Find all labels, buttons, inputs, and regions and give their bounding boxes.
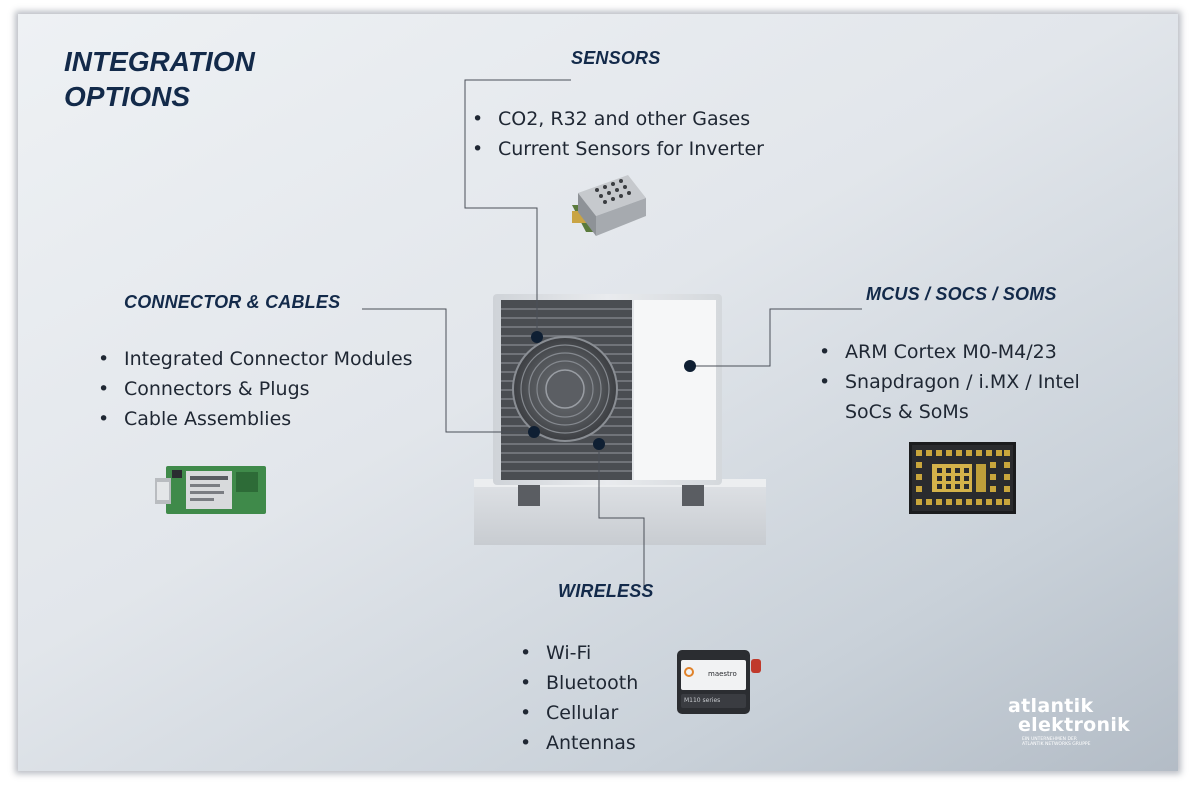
atlantik-elektronik-logo: atlantik elektronik EIN UNTERNEHMEN DER …: [1008, 695, 1131, 748]
connectors-callout-dot: [528, 426, 540, 438]
fan-hub: [545, 369, 585, 409]
list-item: Bluetooth: [520, 668, 638, 698]
modem-series-label: M110 series: [684, 697, 721, 704]
callout-lines: [362, 79, 862, 590]
fan-guard-rings: [520, 344, 610, 434]
concrete-base: [474, 479, 766, 545]
wireless-modem-image: [677, 650, 761, 714]
connectors-heading: CONNECTOR & CABLES: [124, 292, 341, 312]
logo-sub-line-1: EIN UNTERNEHMEN DER: [1022, 737, 1077, 742]
sensors-heading: SENSORS: [571, 48, 661, 68]
wireless-callout-dot: [593, 438, 605, 450]
connectors-callout-line: [362, 308, 534, 433]
list-item: Snapdragon / i.MX / Intel: [819, 367, 1080, 397]
list-item-continuation: SoCs & SoMs: [845, 401, 969, 423]
sensors-list: CO2, R32 and other Gases Current Sensors…: [472, 104, 764, 164]
mcus-callout-dot: [684, 360, 696, 372]
list-item: CO2, R32 and other Gases: [472, 104, 764, 134]
logo-sub-line-2: ATLANTIK NETWORKS GRUPPE: [1022, 742, 1091, 747]
antenna-connector: [751, 659, 761, 673]
front-panel: [634, 300, 716, 480]
unit-foot: [518, 484, 540, 506]
mcus-callout-line: [690, 308, 862, 367]
list-item: Wi-Fi: [520, 638, 638, 668]
sensors-callout-line: [464, 79, 571, 337]
unit-foot: [682, 484, 704, 506]
list-item: Integrated Connector Modules: [98, 344, 413, 374]
mcus-list: ARM Cortex M0-M4/23 Snapdragon / i.MX / …: [819, 337, 1080, 427]
soc-board-image: [909, 442, 1016, 514]
connectors-list: Integrated Connector Modules Connectors …: [98, 344, 413, 434]
logo-line-2: elektronik: [1018, 714, 1131, 736]
logo-line-1: atlantik: [1008, 695, 1094, 717]
wireless-heading: WIRELESS: [558, 581, 654, 601]
list-item: Connectors & Plugs: [98, 374, 413, 404]
wireless-callout-line: [598, 444, 645, 590]
list-item: Cable Assemblies: [98, 404, 413, 434]
list-item: Cellular: [520, 698, 638, 728]
title-line-2: OPTIONS: [64, 81, 191, 112]
title-line-1: INTEGRATION: [64, 46, 255, 77]
list-item: Current Sensors for Inverter: [472, 134, 764, 164]
mcus-heading: MCUS / SOCS / SOMS: [866, 284, 1057, 304]
modem-brand-label: maestro: [708, 670, 737, 678]
heat-pump-illustration: [474, 294, 766, 545]
sensors-callout-dot: [531, 331, 543, 343]
sensor-module-image: [572, 175, 646, 236]
logo-subtitle: EIN UNTERNEHMEN DER ATLANTIK NETWORKS GR…: [1022, 737, 1130, 747]
list-item: ARM Cortex M0-M4/23: [819, 337, 1080, 367]
page-title: INTEGRATION OPTIONS: [64, 44, 255, 114]
list-item: SoCs & SoMs: [819, 397, 1080, 427]
list-item: Antennas: [520, 728, 638, 758]
wireless-list: Wi-Fi Bluetooth Cellular Antennas: [520, 638, 638, 758]
connector-module-image: [155, 466, 266, 514]
